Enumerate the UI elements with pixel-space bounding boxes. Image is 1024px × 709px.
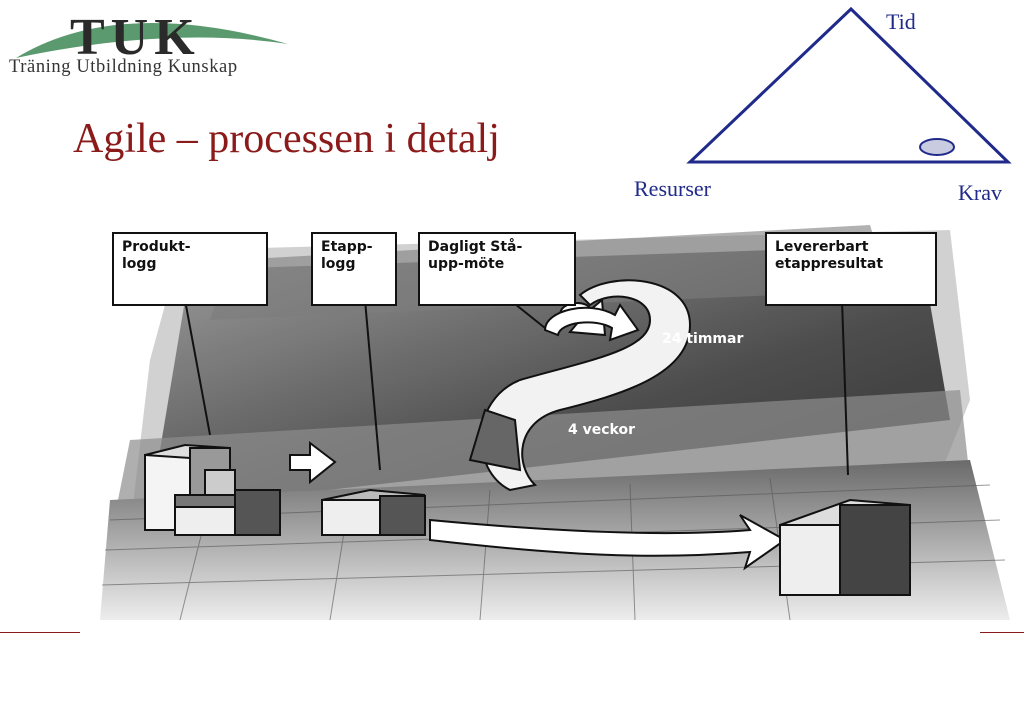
page-title: Agile – processen i detalj bbox=[73, 116, 500, 162]
tuk-logo: TUK bbox=[16, 9, 288, 60]
callout-daily-standup: Dagligt Stå- upp-möte bbox=[418, 232, 576, 306]
logo-wordmark: TUK bbox=[70, 9, 201, 60]
triangle-label-resources: Resurser bbox=[634, 176, 711, 201]
callout-sprint-backlog: Etapp- logg bbox=[311, 232, 397, 306]
daily-cycle-label: 24 timmar bbox=[662, 331, 744, 347]
callout-deliverable: Levererbart etappresultat bbox=[765, 232, 937, 306]
sprint-backlog-stack bbox=[321, 488, 426, 536]
triangle-label-time: Tid bbox=[886, 9, 916, 34]
logo-arc-icon bbox=[16, 23, 288, 58]
footer-rule-left bbox=[0, 632, 80, 633]
triangle-outline bbox=[686, 6, 1012, 164]
callout-pointers bbox=[184, 299, 849, 476]
backlog-transfer-arrow bbox=[289, 440, 337, 485]
daily-loop-arrow bbox=[543, 303, 640, 342]
logo-tagline: Träning Utbildning Kunskap bbox=[9, 57, 238, 77]
project-triangle bbox=[686, 6, 1012, 164]
triangle-marker bbox=[919, 138, 955, 156]
callout-product-backlog: Produkt- logg bbox=[112, 232, 268, 306]
sprint-cycle-label: 4 veckor bbox=[568, 422, 635, 438]
product-backlog-stack bbox=[144, 443, 281, 536]
deliverable-stack bbox=[779, 498, 911, 596]
triangle-label-requirements: Krav bbox=[958, 180, 1002, 205]
footer-rule-right bbox=[980, 632, 1024, 633]
